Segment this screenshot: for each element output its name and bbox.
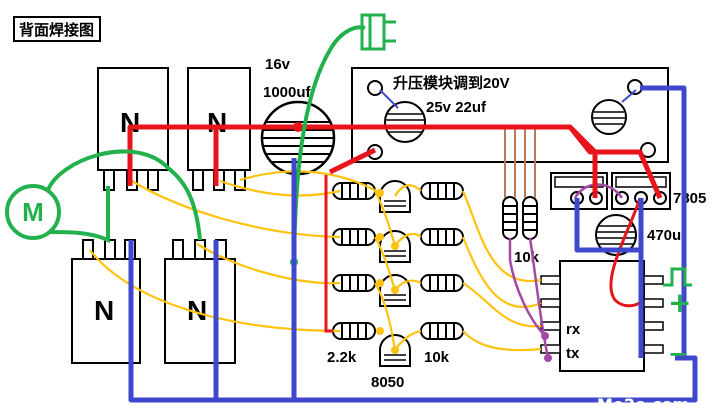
purple-wires	[508, 183, 624, 359]
resistor-10k	[420, 228, 464, 246]
res-2k2-label: 2.2k	[327, 349, 357, 366]
microcontroller-ic	[540, 260, 664, 372]
title-block: 背面焊接图	[13, 16, 101, 42]
motor-label: M	[22, 197, 44, 227]
blue-thin-wires	[379, 89, 637, 109]
purple-junction-dot	[541, 332, 549, 340]
minus-icon: −	[668, 340, 688, 368]
blue-ground-wires	[128, 85, 698, 403]
cap-big-voltage-label: 16v	[265, 56, 291, 73]
connector-plug-icon	[360, 13, 396, 51]
red-power-wires	[127, 124, 663, 199]
resistor-10k	[420, 182, 464, 200]
mosfet-label: N	[120, 107, 140, 138]
red-junction-dot	[293, 122, 303, 132]
terminal-block-right	[611, 172, 671, 210]
regulator-label: 7805	[673, 190, 706, 207]
capacitor-22uf	[384, 101, 426, 143]
res-10k-top-label: 10k	[514, 249, 540, 266]
cap-big-value-label: 1000uf	[263, 84, 312, 101]
cap-small-label: 25v 22uf	[426, 99, 487, 116]
res-10k-bottom-label: 10k	[424, 349, 450, 366]
mosfet-label: N	[207, 107, 227, 138]
diagram-title: 背面焊接图	[19, 21, 94, 39]
mosfet-label: N	[187, 295, 207, 326]
boost-module-label: 升压模块调到20V	[393, 74, 510, 92]
tx-pin-label: tx	[566, 345, 580, 362]
motor-icon: M	[5, 184, 61, 240]
rx-pin-label: rx	[566, 321, 581, 338]
resistor-2k2	[332, 182, 376, 200]
yellow-junction-dots	[376, 189, 399, 354]
resistor-10k	[420, 322, 464, 340]
resistor-10k-vertical	[522, 196, 538, 240]
red-thin-wires	[324, 175, 644, 333]
module-output-capacitor	[591, 99, 627, 135]
module-pad	[367, 80, 383, 96]
purple-junction-dot	[544, 354, 552, 362]
resistor-10k-vertical	[502, 196, 518, 240]
yellow-signal-wires	[89, 170, 542, 352]
watermark: Mo2o.com	[597, 395, 689, 414]
brown-wires	[504, 126, 536, 198]
pwm-square-wave-icon	[663, 267, 692, 287]
plus-icon: +	[668, 286, 691, 319]
mosfet-label: N	[94, 295, 114, 326]
transistor-label: 8050	[371, 374, 404, 391]
cap-470-label: 470uf	[647, 227, 687, 244]
mosfet-bottom-right: N	[164, 239, 236, 364]
mosfet-top-right: N	[187, 67, 251, 191]
resistor-10k	[420, 274, 464, 292]
